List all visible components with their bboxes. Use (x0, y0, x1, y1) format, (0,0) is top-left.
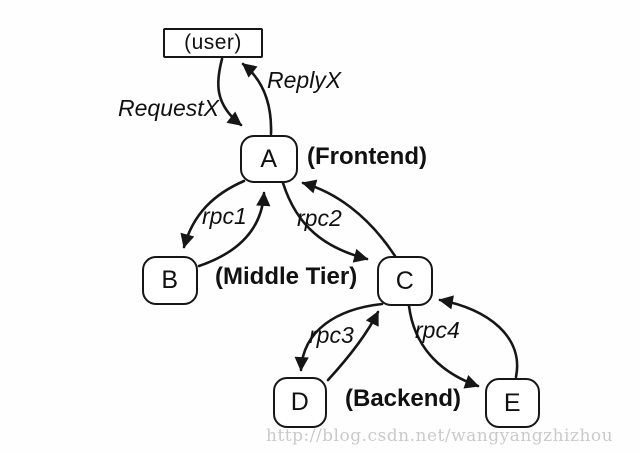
node-c: C (377, 256, 433, 306)
arrow-rpc2-a-to-c (281, 181, 369, 263)
node-e: E (485, 378, 540, 428)
arrow-requestx-user-to-a (216, 57, 243, 127)
arrow-rpc1-b-to-a (197, 191, 271, 268)
edge-label-rpc4: rpc4 (415, 317, 460, 343)
edge-label-rpc3: rpc3 (309, 322, 354, 348)
edge-label-rpc1: rpc1 (202, 203, 247, 229)
watermark-url: http://blog.csdn.net/wangyangzhizhou (266, 426, 614, 446)
edge-label-replyx: ReplyX (267, 67, 342, 93)
node-b: B (142, 256, 198, 305)
arrow-rpc2-c-to-a (301, 179, 397, 258)
arrow-rpc3-d-to-c (326, 310, 380, 382)
node-e-label: E (503, 388, 522, 417)
node-a: A (240, 135, 298, 183)
arrow-rpc4-e-to-c (438, 295, 519, 379)
node-a-label: A (260, 144, 278, 173)
arrow-rpc1-a-to-b (180, 179, 246, 249)
tier-label-middle: (Middle Tier) (215, 263, 358, 290)
node-d-label: D (290, 388, 310, 416)
node-user: (user) (163, 28, 263, 58)
tier-label-frontend: (Frontend) (307, 143, 427, 170)
arrow-rpc3-c-to-d (294, 302, 384, 372)
node-user-label: (user) (184, 31, 242, 54)
arrow-rpc4-c-to-e (407, 304, 480, 389)
edge-label-rpc2: rpc2 (297, 205, 342, 231)
node-d: D (273, 377, 327, 428)
tier-label-backend: (Backend) (345, 385, 462, 412)
edge-label-requestx: RequestX (118, 95, 220, 121)
node-b-label: B (161, 266, 179, 294)
arrow-replyx-a-to-user (241, 62, 273, 136)
node-c-label: C (395, 266, 415, 295)
